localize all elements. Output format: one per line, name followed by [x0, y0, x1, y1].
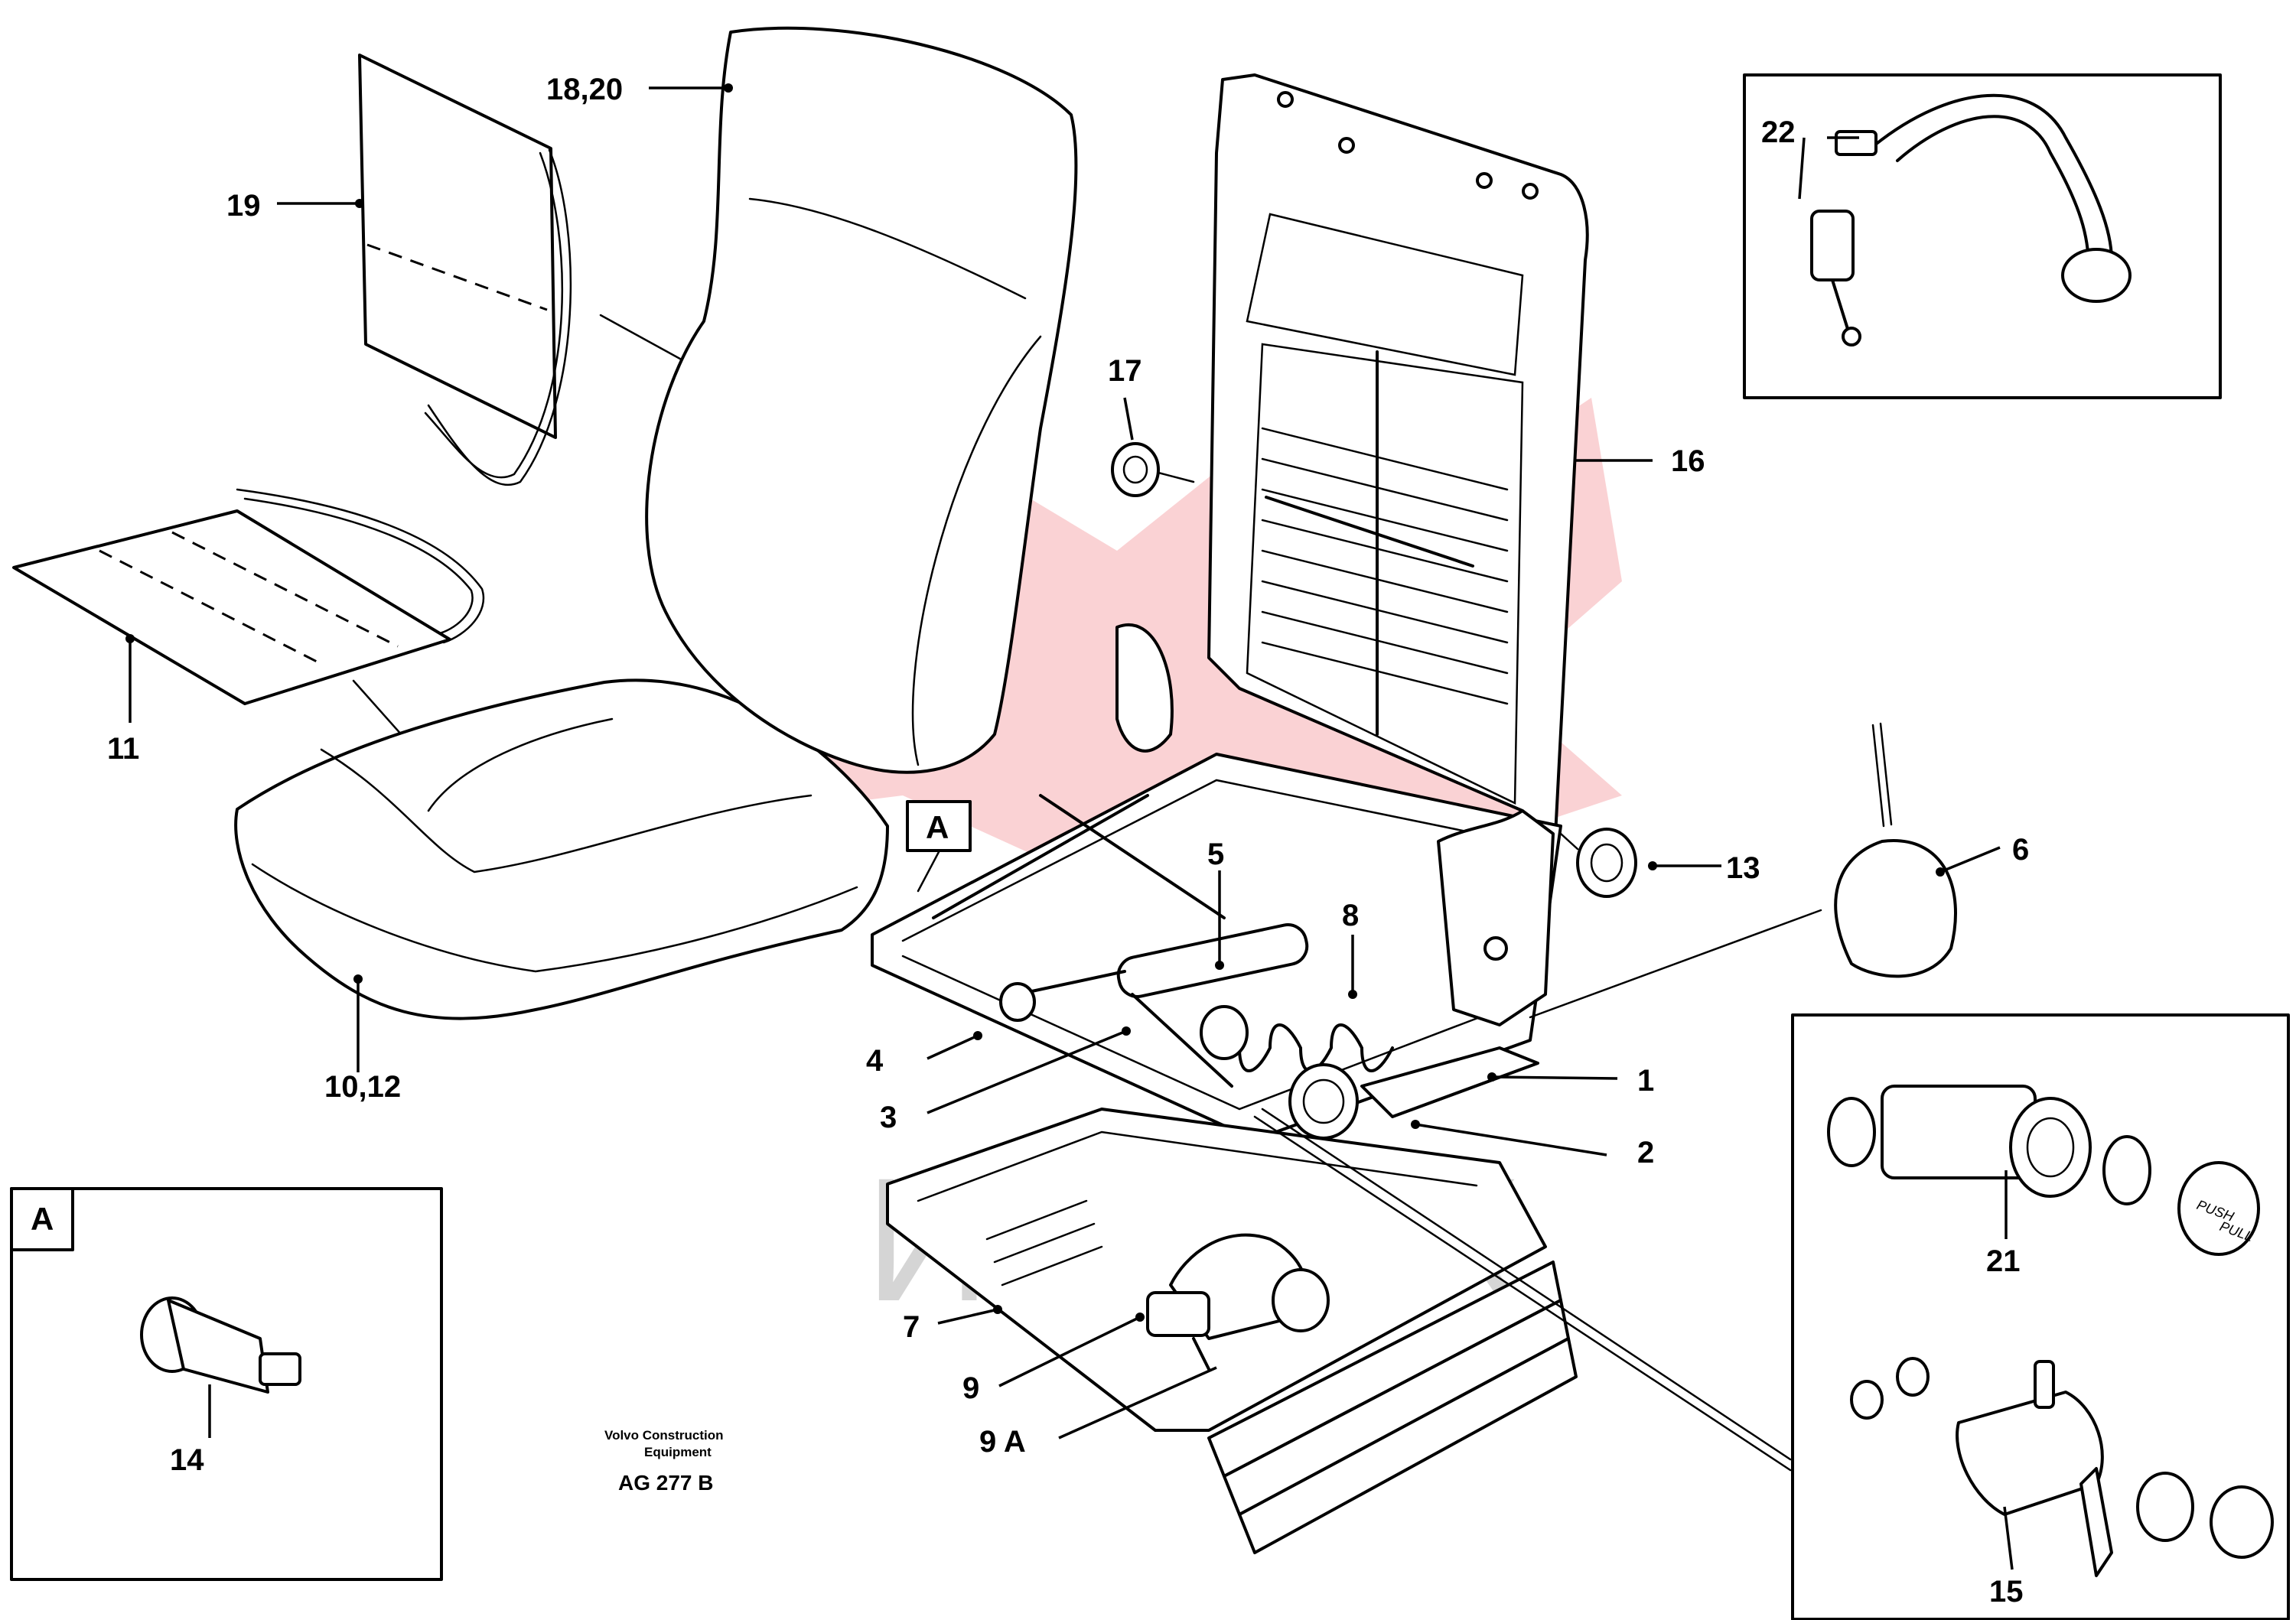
part-valve-15 — [1850, 1357, 2274, 1577]
part-scissor-linkage — [932, 794, 1233, 1088]
callout-1: 1 — [1637, 1064, 1654, 1098]
callout-5: 5 — [1207, 838, 1224, 871]
callout-11: 11 — [107, 732, 139, 766]
inset-seat-belt — [1743, 73, 2222, 399]
callout-9a: 9 A — [979, 1425, 1026, 1459]
part-seat-cushion-10-12 — [234, 678, 889, 1020]
caption-line-1: Volvo Construction — [604, 1428, 724, 1443]
part-spring-8 — [1200, 1005, 1394, 1072]
part-backrest-cover-19 — [358, 54, 843, 486]
diagram-caption: Volvo Construction Equipment AG 277 B — [604, 1428, 724, 1495]
part-cable-tie-6 — [1834, 722, 1957, 978]
callout-18-20: 18,20 — [546, 73, 623, 106]
callout-10-12: 10,12 — [324, 1070, 401, 1104]
callout-13: 13 — [1726, 851, 1760, 885]
caption-code: AG 277 B — [618, 1471, 714, 1495]
part-height-adjuster-1-2 — [1288, 1046, 1539, 1140]
callout-2: 2 — [1637, 1136, 1654, 1169]
callout-21: 21 — [1986, 1244, 2021, 1278]
callout-labels: 18,20 19 17 16 22 11 10,12 13 6 5 8 4 3 … — [107, 73, 2029, 1609]
callout-6: 6 — [2012, 833, 2029, 867]
caption-line-2: Equipment — [644, 1445, 712, 1459]
part-damper-5 — [999, 923, 1309, 1022]
part-control-switch-21: PUSH PULL — [1827, 1085, 2260, 1256]
callout-leaders — [125, 83, 2014, 1570]
part-backrest-frame-16 — [1207, 73, 1589, 881]
connection-line — [1253, 909, 1822, 1472]
detail-marker-label: A — [926, 809, 949, 845]
frame-springs — [1261, 350, 1509, 736]
part-knob-13 — [1559, 828, 1637, 898]
callout-8: 8 — [1342, 899, 1359, 932]
callout-4: 4 — [866, 1044, 884, 1078]
callout-9: 9 — [962, 1371, 979, 1405]
part-cushion-cover-11 — [12, 488, 522, 870]
part-knob-17 — [1111, 442, 1195, 497]
part-backrest-cushion-18-20 — [645, 26, 1078, 774]
callout-14: 14 — [170, 1443, 204, 1477]
inset-controls: PUSH PULL — [1791, 1013, 2290, 1620]
callout-7: 7 — [903, 1310, 920, 1344]
callout-3: 3 — [880, 1101, 897, 1134]
callout-22: 22 — [1761, 115, 1796, 149]
callout-15: 15 — [1989, 1575, 2024, 1609]
callout-19: 19 — [226, 189, 261, 223]
detail-marker-a: A — [906, 800, 972, 893]
callout-17: 17 — [1108, 354, 1142, 388]
inset-a-switch-14: A — [10, 1187, 443, 1581]
part-valve-9 — [1146, 1233, 1330, 1371]
callout-16: 16 — [1671, 444, 1705, 478]
inset-marker-label: A — [31, 1201, 54, 1237]
